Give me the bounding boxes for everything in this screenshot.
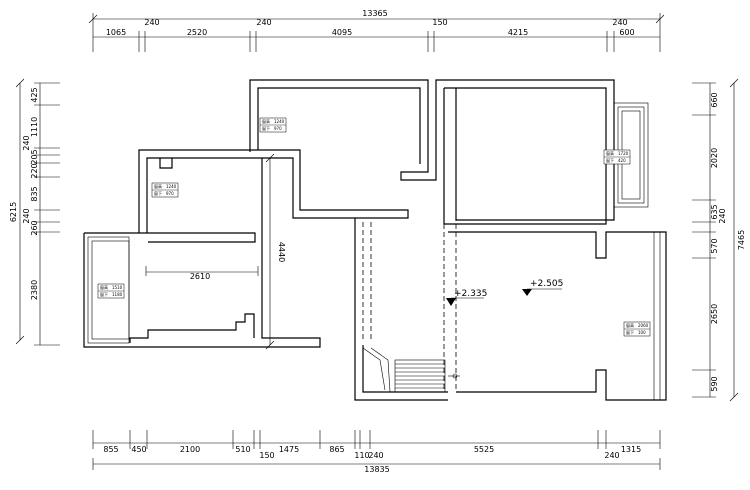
bottom-dimension-chain: 855 450 2100 510 150 1475 865 110 240 55… bbox=[92, 430, 661, 474]
svg-text:1720: 1720 bbox=[618, 151, 629, 156]
right-seg-7: 590 bbox=[710, 376, 719, 391]
bottom-seg-5: 150 bbox=[259, 451, 274, 460]
top-seg-2: 240 bbox=[144, 18, 159, 27]
top-total-label: 13365 bbox=[362, 9, 387, 18]
left-seg-9: 2380 bbox=[30, 280, 39, 300]
right-seg-5: 570 bbox=[710, 238, 719, 253]
top-seg-1: 1065 bbox=[106, 28, 126, 37]
top-seg-6: 150 bbox=[432, 18, 447, 27]
bottom-seg-1: 855 bbox=[103, 445, 118, 454]
left-seg-2: 1110 bbox=[30, 117, 39, 137]
svg-text:窗下: 窗下 bbox=[626, 329, 634, 335]
window-tag-4: 窗高 1510 窗下 1180 bbox=[97, 283, 125, 299]
right-seg-4: 635 bbox=[710, 204, 719, 219]
bottom-seg-8: 110 bbox=[354, 451, 369, 460]
level-markers: +2.335 +2.505 bbox=[446, 279, 563, 306]
svg-text:窗高: 窗高 bbox=[262, 118, 270, 124]
right-dimension-chain: 7465 660 2020 240 635 570 2650 590 bbox=[692, 78, 746, 402]
svg-text:1240: 1240 bbox=[274, 119, 285, 124]
svg-text:1240: 1240 bbox=[166, 184, 177, 189]
window-tag-5: 窗高 2060 窗下 100 bbox=[623, 321, 651, 337]
svg-text:窗下: 窗下 bbox=[606, 157, 614, 163]
inner-height-label: 4440 bbox=[277, 242, 286, 262]
top-seg-5: 4095 bbox=[332, 28, 352, 37]
svg-text:窗下: 窗下 bbox=[100, 291, 108, 297]
window-tag-2: 窗高 1240 窗下 970 bbox=[151, 182, 179, 198]
staircase bbox=[362, 347, 460, 393]
top-seg-4: 240 bbox=[256, 18, 271, 27]
bottom-seg-11: 240 bbox=[604, 451, 619, 460]
right-seg-6: 2650 bbox=[710, 304, 719, 324]
dashed-lines bbox=[362, 88, 457, 392]
top-seg-3: 2520 bbox=[187, 28, 207, 37]
bottom-total-label: 13835 bbox=[364, 465, 389, 474]
bottom-seg-9: 240 bbox=[368, 451, 383, 460]
svg-text:窗高: 窗高 bbox=[154, 183, 162, 189]
inner-dimensions: 2610 4440 bbox=[145, 153, 286, 350]
left-seg-7: 240 bbox=[22, 208, 31, 223]
inner-width-label: 2610 bbox=[190, 272, 210, 281]
svg-text:970: 970 bbox=[166, 191, 174, 196]
svg-text:窗下: 窗下 bbox=[154, 190, 162, 196]
svg-text:2060: 2060 bbox=[638, 323, 649, 328]
svg-text:1180: 1180 bbox=[112, 292, 123, 297]
svg-text:1510: 1510 bbox=[112, 285, 123, 290]
left-seg-8: 260 bbox=[30, 220, 39, 235]
window-tag-1: 窗高 1240 窗下 970 bbox=[259, 117, 287, 133]
svg-text:420: 420 bbox=[618, 158, 626, 163]
bottom-seg-3: 2100 bbox=[180, 445, 200, 454]
window-tags: 窗高 1240 窗下 970 窗高 1240 窗下 970 窗高 1720 窗下… bbox=[97, 117, 651, 337]
svg-text:窗高: 窗高 bbox=[100, 284, 108, 290]
top-dimension-chain: 13365 1065 240 2520 240 4095 150 4215 24… bbox=[88, 9, 665, 52]
left-seg-3: 240 bbox=[22, 135, 31, 150]
bottom-seg-10: 5525 bbox=[474, 445, 494, 454]
left-total-label: 6215 bbox=[9, 202, 18, 222]
svg-text:窗下: 窗下 bbox=[262, 125, 270, 131]
left-seg-4: 205 bbox=[30, 149, 39, 164]
svg-text:窗高: 窗高 bbox=[626, 322, 634, 328]
svg-text:窗高: 窗高 bbox=[606, 150, 614, 156]
window-tag-3: 窗高 1720 窗下 420 bbox=[603, 149, 631, 165]
bottom-seg-2: 450 bbox=[131, 445, 146, 454]
right-total-label: 7465 bbox=[737, 230, 746, 250]
level-b-label: +2.505 bbox=[530, 279, 563, 289]
top-seg-9: 600 bbox=[619, 28, 634, 37]
svg-text:100: 100 bbox=[638, 330, 646, 335]
svg-text:970: 970 bbox=[274, 126, 282, 131]
bottom-seg-7: 865 bbox=[329, 445, 344, 454]
left-seg-1: 425 bbox=[30, 87, 39, 102]
top-seg-8: 240 bbox=[612, 18, 627, 27]
top-seg-7: 4215 bbox=[508, 28, 528, 37]
left-seg-6: 835 bbox=[30, 186, 39, 201]
level-a-label: +2.335 bbox=[454, 289, 487, 299]
bottom-seg-6: 1475 bbox=[279, 445, 299, 454]
left-seg-5: 220 bbox=[30, 163, 39, 178]
right-seg-2: 2020 bbox=[710, 148, 719, 168]
walls bbox=[83, 79, 667, 401]
right-seg-3: 240 bbox=[718, 208, 727, 223]
left-dimension-chain: 6215 425 1110 240 205 220 835 240 260 23… bbox=[9, 78, 60, 346]
right-seg-1: 660 bbox=[710, 92, 719, 107]
bottom-seg-12: 1315 bbox=[621, 445, 641, 454]
bottom-seg-4: 510 bbox=[235, 445, 250, 454]
